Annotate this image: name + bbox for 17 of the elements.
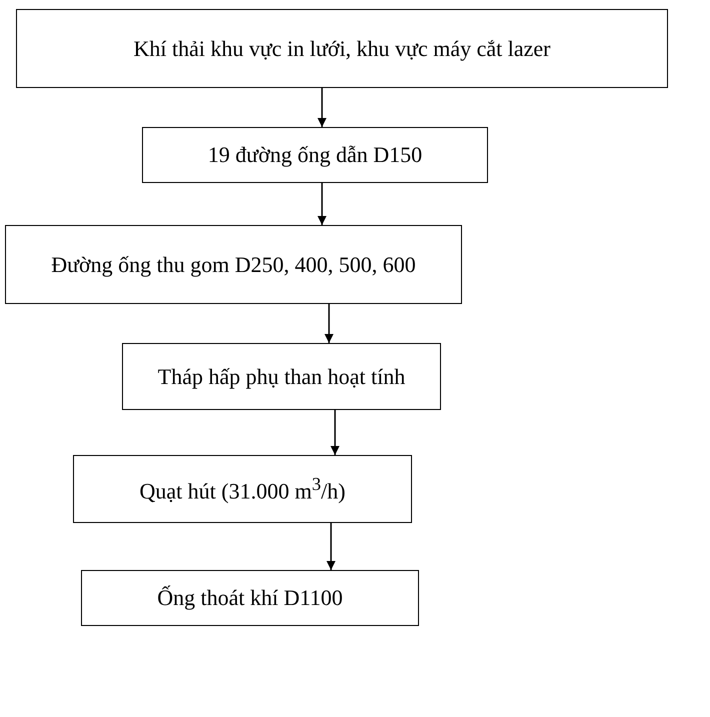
arrow bbox=[330, 410, 340, 455]
process-box bbox=[16, 9, 668, 88]
box-label: Khí thải khu vực in lưới, khu vực máy cắt lazer bbox=[133, 36, 550, 62]
process-box bbox=[73, 455, 412, 523]
process-box bbox=[122, 343, 441, 410]
arrow bbox=[318, 183, 326, 225]
arrow bbox=[318, 88, 326, 127]
box-label: Quạt hút (31.000 m$^{3}$/h) bbox=[140, 474, 346, 504]
box-label: Đường ống thu gom D250, 400, 500, 600 bbox=[51, 252, 416, 278]
process-box bbox=[5, 225, 462, 304]
box-label: Ống thoát khí D1100 bbox=[157, 585, 343, 611]
box-label: 19 đường ống dẫn D150 bbox=[208, 142, 422, 168]
process-box bbox=[142, 127, 488, 183]
arrow bbox=[326, 523, 336, 570]
process-box bbox=[81, 570, 419, 626]
arrow bbox=[324, 304, 334, 343]
box-label: Tháp hấp phụ than hoạt tính bbox=[158, 364, 406, 390]
